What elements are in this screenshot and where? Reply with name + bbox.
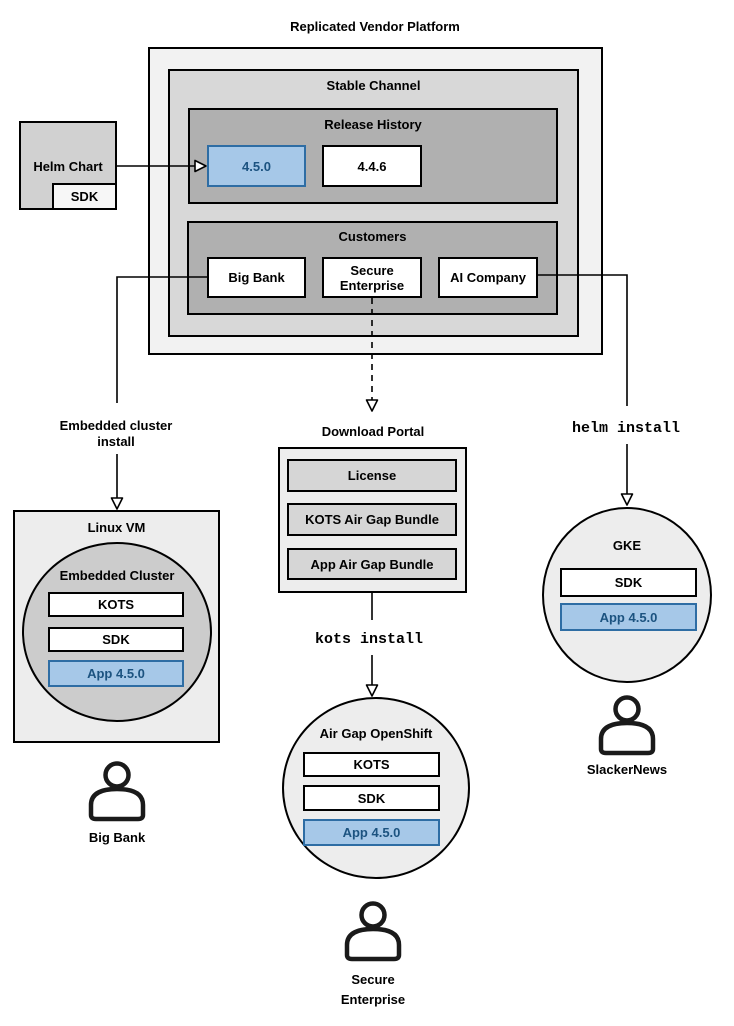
user-label-big-bank: Big Bank — [88, 830, 146, 845]
user-icon-big-bank — [91, 764, 143, 820]
linux-vm-title: Linux VM — [87, 520, 146, 535]
gke-app: App 4.5.0 — [560, 603, 697, 631]
release-4-4-6: 4.4.6 — [322, 145, 422, 187]
release-4-5-0: 4.5.0 — [207, 145, 306, 187]
portal-app-bundle: App Air Gap Bundle — [287, 548, 457, 580]
user-label-slackernews: SlackerNews — [586, 762, 668, 777]
customer-secure-enterprise: Secure Enterprise — [322, 257, 422, 298]
stable-channel-title: Stable Channel — [326, 78, 421, 93]
embedded-cluster-sdk: SDK — [48, 627, 184, 652]
user-label-secure-enterprise: Secure Enterprise — [340, 972, 406, 1007]
label-embedded-cluster-install: Embedded cluster install — [59, 418, 173, 449]
portal-kots-bundle: KOTS Air Gap Bundle — [287, 503, 457, 536]
embedded-cluster-title: Embedded Cluster — [59, 568, 175, 583]
air-gap-openshift-title: Air Gap OpenShift — [319, 726, 433, 741]
download-portal-title: Download Portal — [321, 424, 425, 439]
customer-big-bank: Big Bank — [207, 257, 306, 298]
customers-title: Customers — [338, 229, 407, 244]
openshift-kots: KOTS — [303, 752, 440, 777]
embedded-cluster-kots: KOTS — [48, 592, 184, 617]
openshift-sdk: SDK — [303, 785, 440, 811]
customer-ai-company: AI Company — [438, 257, 538, 298]
diagram-title: Replicated Vendor Platform — [290, 19, 460, 34]
gke-title: GKE — [612, 538, 642, 553]
openshift-app: App 4.5.0 — [303, 819, 440, 846]
embedded-cluster-app: App 4.5.0 — [48, 660, 184, 687]
helm-chart-label: Helm Chart — [33, 159, 103, 174]
user-icon-secure-enterprise — [347, 904, 399, 960]
label-kots-install: kots install — [314, 631, 424, 648]
gke-sdk: SDK — [560, 568, 697, 597]
label-helm-install: helm install — [571, 420, 681, 437]
helm-chart-sdk: SDK — [52, 183, 117, 210]
portal-license: License — [287, 459, 457, 492]
user-icon-slackernews — [601, 698, 653, 754]
release-history-title: Release History — [324, 117, 422, 132]
